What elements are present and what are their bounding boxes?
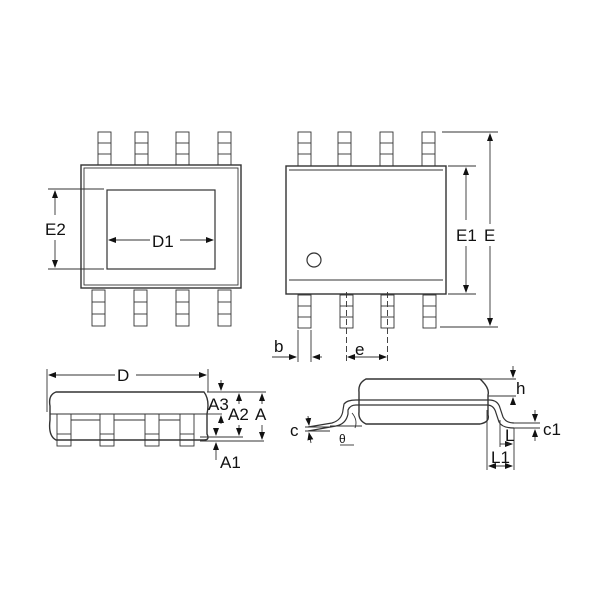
dimension-l1: L1 [486,410,513,470]
label-theta: θ [339,432,346,446]
label-l1: L1 [491,448,510,467]
top-leads [97,131,232,166]
label-e2: E2 [45,220,66,239]
label-c1: c1 [543,420,561,439]
dimension-c: c [290,415,330,444]
leads [56,413,195,447]
label-d1: D1 [152,232,174,251]
dimension-pitch: e [347,340,387,360]
label-pitch: e [355,340,364,359]
top-view: E1 E b e [272,131,498,362]
dimension-a3: A3 [208,380,229,424]
dimension-d: D [46,366,209,412]
exposed-pad [106,189,216,270]
bottom-view: E2 D1 [45,131,242,327]
label-c: c [290,421,299,440]
pin1-marker [306,252,322,268]
package-body [48,391,209,441]
dimension-a1: A1 [213,428,241,472]
label-e: E [484,226,495,245]
end-view: h c1 L L1 c [290,366,561,470]
label-a3: A3 [208,395,229,414]
label-a1: A1 [220,453,241,472]
label-l: L [505,426,514,445]
dimension-e1: E1 [448,165,477,295]
bottom-leads [91,289,232,327]
label-e1: E1 [456,226,477,245]
dimension-a: A [255,393,267,440]
label-h: h [516,379,525,398]
label-a: A [255,405,267,424]
label-a2: A2 [228,405,249,424]
dimension-e2: E2 [45,188,104,270]
dimension-l: L [499,420,514,470]
dimension-a2: A2 [228,393,249,436]
dimension-e: E [440,131,498,328]
package-body [358,378,490,425]
dimension-h: h [480,366,525,405]
label-d: D [117,366,129,385]
side-view: D A3 A2 [46,366,267,472]
dimension-theta: θ [330,412,362,446]
dimension-b: b [272,330,322,362]
package-body [80,164,242,289]
top-leads [297,131,436,167]
dimension-c1: c1 [512,410,561,441]
label-b: b [274,337,283,356]
bottom-leads [297,292,437,362]
package-body [285,165,447,295]
dimension-d1: D1 [108,232,214,251]
